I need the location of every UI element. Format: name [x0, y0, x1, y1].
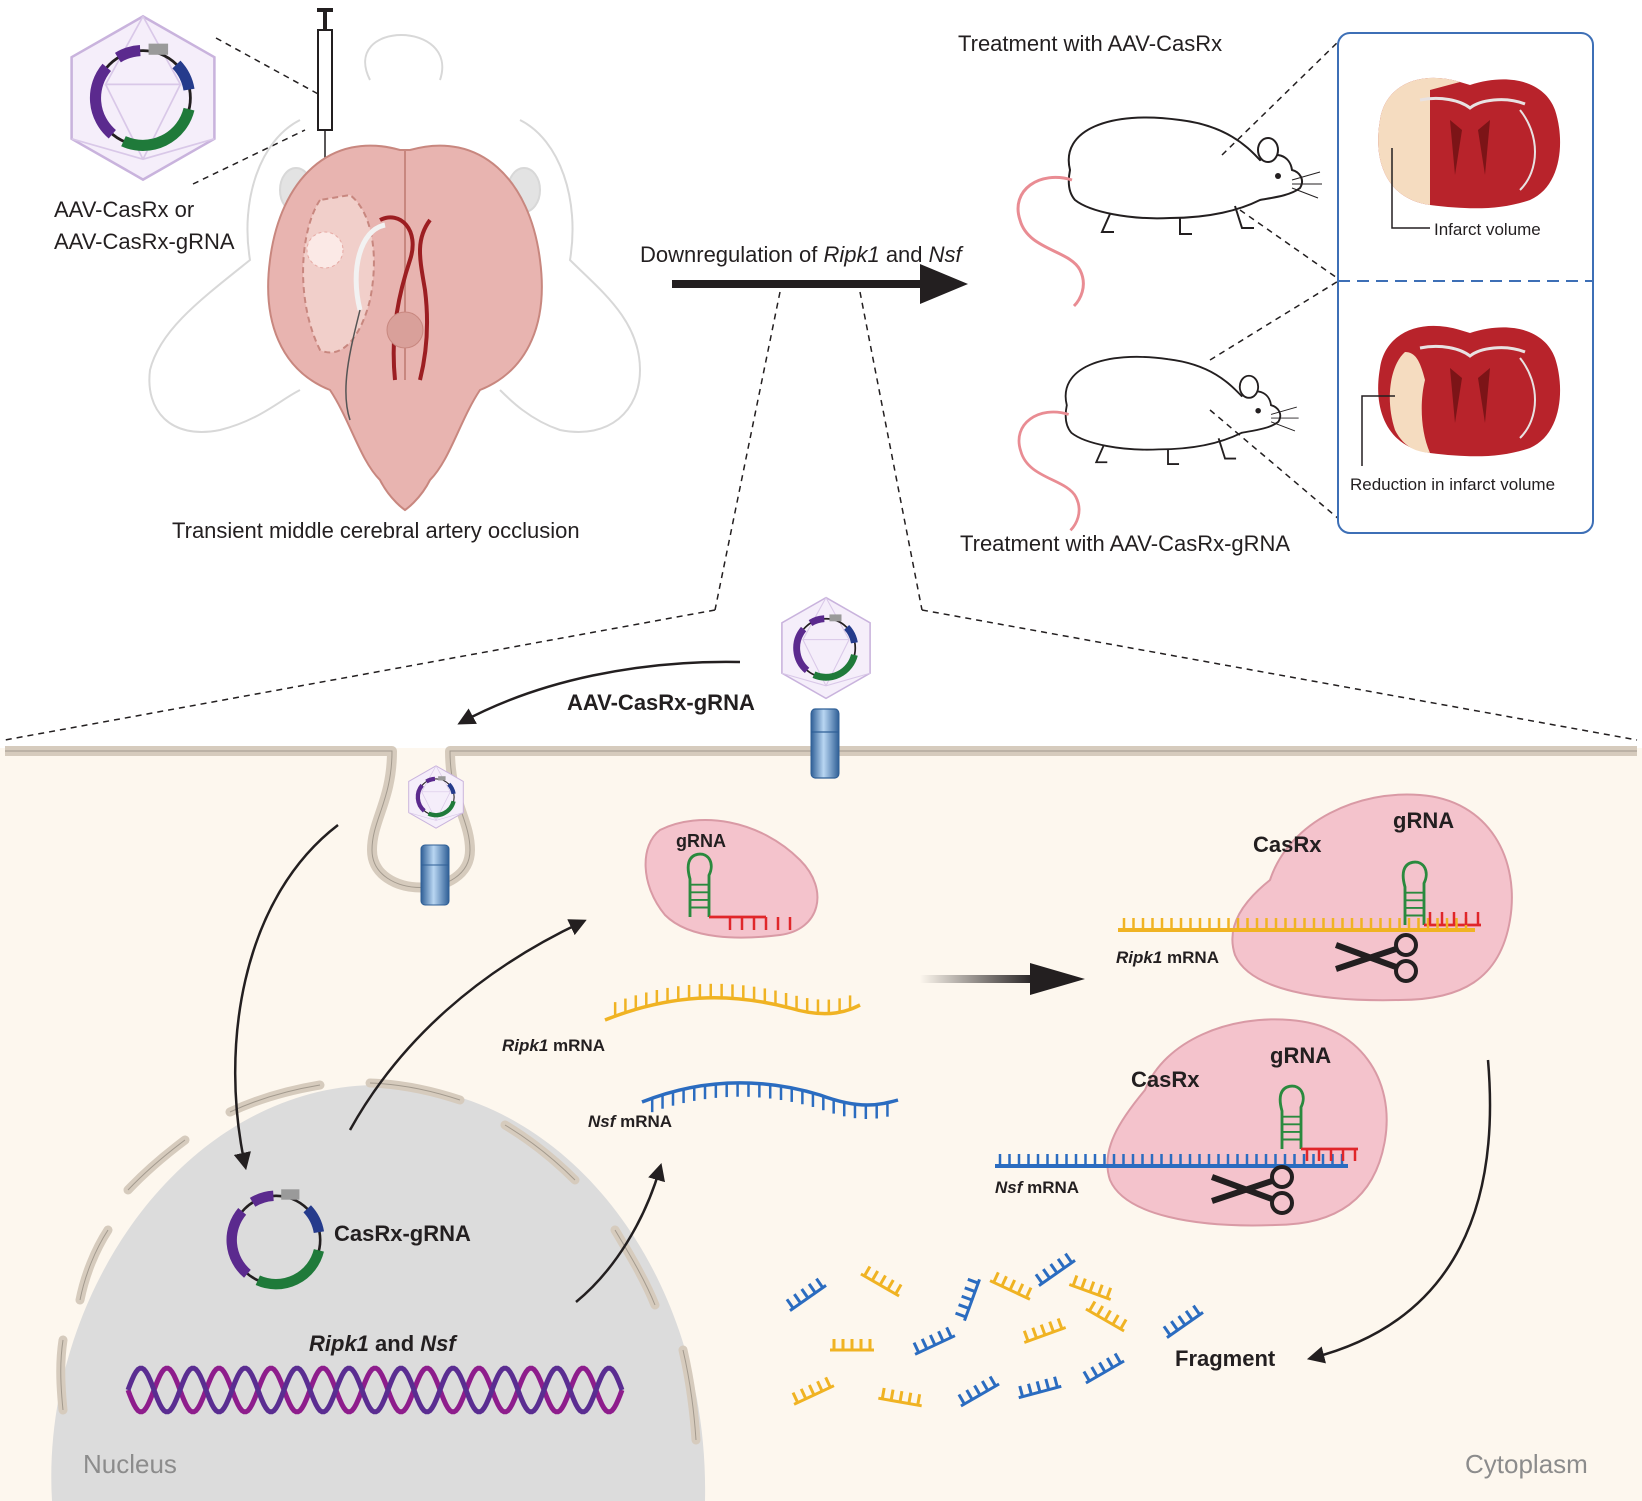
binding-arrowhead [1030, 963, 1085, 995]
zoom-line [1221, 39, 1341, 156]
aav-entry-arrow [457, 660, 741, 725]
zoom-line [1209, 409, 1341, 521]
zoom-line [1239, 209, 1341, 281]
aav-casrx-grna-label: AAV-CasRx-gRNA [567, 690, 755, 715]
zoom-line [859, 291, 923, 611]
syringe [317, 8, 333, 255]
entry-to-nucleus-arrow [233, 824, 339, 1171]
treatment-casrx-grna-label: Treatment with AAV-CasRx-gRNA [960, 531, 1291, 556]
brain-slice-large-infarct [1378, 77, 1561, 209]
treatment-casrx-label: Treatment with AAV-CasRx [958, 31, 1223, 56]
nucleus-to-mrna-arrow [575, 1162, 666, 1303]
casrx-ripk1-complex [1118, 793, 1513, 1002]
free-grna-label: gRNA [676, 831, 726, 851]
downregulation-arrowhead [920, 264, 968, 304]
nsf-free-mrna-label: Nsf mRNA [588, 1112, 673, 1131]
free-ripk1-mrna [604, 983, 861, 1022]
downregulation-label: Downregulation of Ripk1 and Nsf [640, 242, 962, 267]
nucleus-label: Nucleus [83, 1449, 177, 1479]
casrx-label-1: CasRx [1253, 832, 1322, 857]
mrna-fragments [785, 1252, 1204, 1408]
cleavage-to-fragment-arrow [1306, 1059, 1492, 1364]
nuclear-envelope-outline [60, 1082, 697, 1441]
receptor-surface [810, 708, 840, 779]
binding-arrow-body [920, 975, 1035, 983]
brain-slice-reduced-infarct [1378, 325, 1561, 457]
genes-label: Ripk1 and Nsf [309, 1331, 456, 1356]
mouse-aav-casrx [1016, 115, 1324, 308]
mouse-aav-casrx-grna [1017, 355, 1301, 532]
casrx-grna-plasmid-label: CasRx-gRNA [334, 1221, 471, 1246]
grna-label-1: gRNA [1393, 808, 1455, 833]
ripk1-free-mrna-label: Ripk1 mRNA [502, 1036, 605, 1055]
aav-vectors-label-line1: AAV-CasRx or [54, 197, 195, 222]
aav-particle-top [72, 16, 215, 179]
cytoplasm-label: Cytoplasm [1465, 1449, 1588, 1479]
tmcao-label: Transient middle cerebral artery occlusi… [172, 518, 580, 543]
aav-vectors-label-line2: AAV-CasRx-gRNA [54, 229, 235, 254]
receptor-endosome [420, 844, 450, 906]
infarct-volume-label: Infarct volume [1434, 220, 1541, 239]
nucleus-to-grna-arrow [348, 919, 587, 1131]
free-casrx-grna-complex [644, 819, 819, 939]
zoom-line [192, 129, 306, 185]
zoom-line [4, 609, 716, 741]
zoom-line [215, 37, 321, 96]
zoom-line [714, 291, 781, 611]
zoom-line [921, 609, 1638, 741]
grna-label-2: gRNA [1270, 1043, 1332, 1068]
zoom-line [1209, 279, 1341, 361]
rat-brain [267, 144, 543, 512]
nsf-bound-mrna-label: Nsf mRNA [995, 1178, 1080, 1197]
aav-particle-binding [782, 598, 870, 699]
reduction-pointer [1361, 395, 1395, 466]
reduction-infarct-label: Reduction in infarct volume [1350, 475, 1556, 494]
dna-double-helix [125, 1365, 625, 1415]
ripk1-bound-mrna-label: Ripk1 mRNA [1116, 948, 1219, 967]
fragment-label: Fragment [1175, 1346, 1276, 1371]
infarct-pointer [1391, 148, 1430, 229]
casrx-nsf-complex [995, 1018, 1388, 1227]
casrx-label-2: CasRx [1131, 1067, 1200, 1092]
free-nsf-mrna [641, 1081, 899, 1119]
